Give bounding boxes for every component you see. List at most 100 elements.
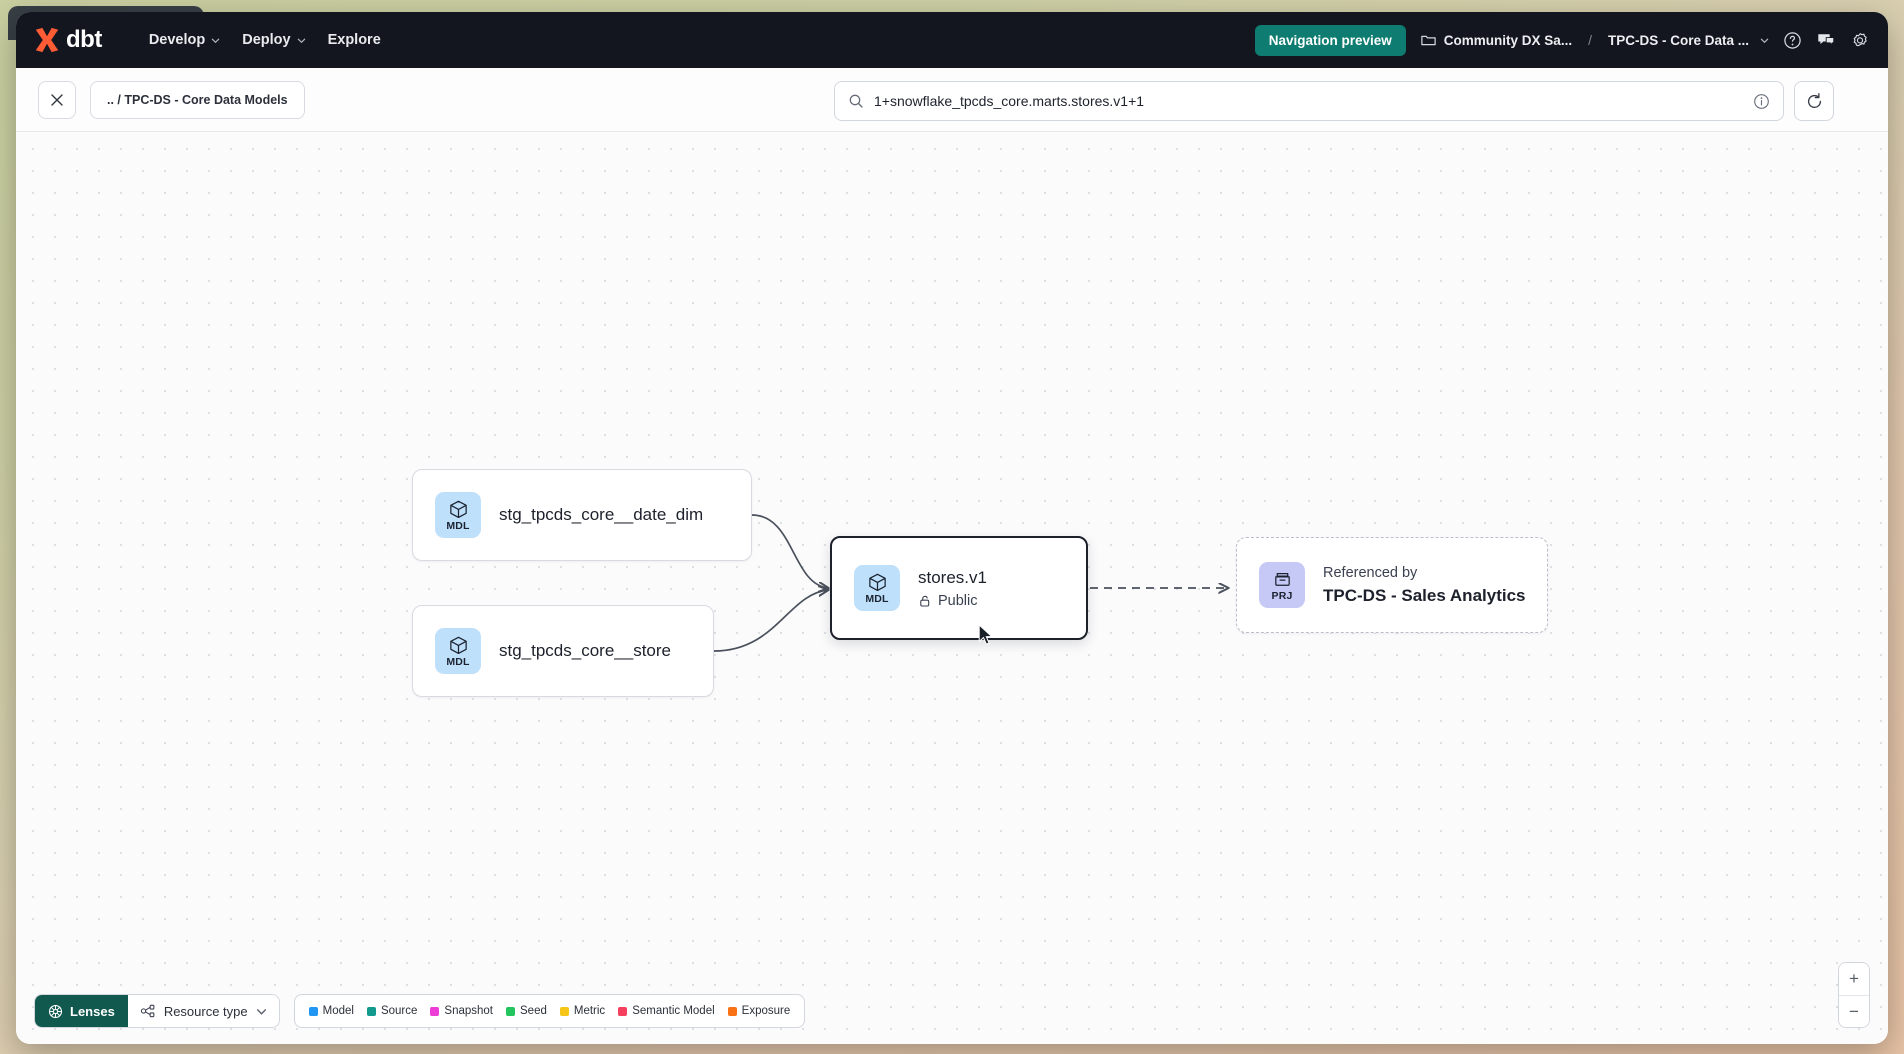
lenses-label: Lenses (70, 1003, 115, 1019)
gear-icon (1853, 33, 1867, 47)
chevron-down-icon (256, 1008, 266, 1015)
node-title: stores.v1 (918, 568, 987, 588)
navigation-preview-badge[interactable]: Navigation preview (1254, 24, 1406, 56)
node-badge-label: MDL (865, 592, 889, 605)
node-title: stg_tpcds_core__date_dim (499, 505, 704, 525)
cube-icon (868, 573, 886, 591)
nav-deploy-label: Deploy (242, 32, 291, 48)
breadcrumb-project[interactable]: TPC-DS - Core Data ... (1608, 33, 1769, 48)
breadcrumb-account[interactable]: Community DX Sa... (1420, 32, 1572, 49)
lineage-edges (713, 514, 1888, 652)
legend-swatch (618, 1006, 628, 1016)
breadcrumb-project-label: TPC-DS - Core Data ... (1607, 32, 1749, 48)
search-input[interactable] (874, 93, 1743, 109)
node-access-label: Public (938, 592, 978, 609)
resource-type-label: Resource type (163, 1003, 248, 1019)
node-badge-mdl: MDL (435, 492, 481, 538)
node-stg-tpcds-core-date-dim[interactable]: MDL stg_tpcds_core__date_dim (412, 469, 752, 561)
node-badge-label: MDL (446, 655, 470, 668)
legend-swatch (727, 1006, 737, 1016)
legend-label: Source (380, 1005, 418, 1017)
legend-item-snapshot[interactable]: Snapshot (430, 1005, 493, 1017)
nodes-icon (140, 1004, 155, 1018)
nav-develop-label: Develop (148, 32, 206, 48)
topbar-right-group: Navigation preview Community DX Sa... / … (1254, 24, 1870, 56)
legend-label: Snapshot (444, 1005, 494, 1017)
nav-item-develop[interactable]: Develop (138, 25, 231, 55)
project-breadcrumb-pill[interactable]: .. / TPC-DS - Core Data Models (90, 80, 305, 119)
feedback-button[interactable] (1816, 30, 1836, 50)
legend-swatch (366, 1006, 376, 1016)
lens-icon (48, 1004, 63, 1018)
project-stack-icon (1274, 572, 1290, 586)
legend-item-semantic-model[interactable]: Semantic Model (618, 1005, 715, 1017)
search-icon (849, 94, 863, 108)
node-stg-tpcds-core-store[interactable]: MDL stg_tpcds_core__store (412, 605, 714, 697)
close-icon (51, 93, 63, 106)
nav-explore-label: Explore (327, 32, 381, 48)
legend-item-exposure[interactable]: Exposure (727, 1005, 790, 1017)
node-stores-v1[interactable]: MDL stores.v1 Public (830, 536, 1088, 640)
legend-label: Semantic Model (632, 1005, 715, 1017)
edge-store-to-stores (713, 590, 828, 652)
node-text-block: stg_tpcds_core__store (499, 640, 671, 661)
legend-label: Seed (520, 1005, 547, 1017)
cube-icon (449, 636, 467, 654)
legend-item-metric[interactable]: Metric (559, 1005, 606, 1017)
top-navigation-bar: dbt Develop Deploy Explore Navigation pr… (16, 12, 1888, 68)
info-circle-icon[interactable] (1753, 93, 1770, 110)
edge-date-dim-to-stores (751, 514, 828, 588)
legend-item-model[interactable]: Model (308, 1005, 354, 1017)
lineage-bottom-bar: Lenses Resource type (34, 994, 806, 1028)
node-kicker: Referenced by (1323, 564, 1418, 581)
node-text-block: stg_tpcds_core__date_dim (499, 504, 703, 525)
zoom-out-button[interactable]: − (1839, 995, 1869, 1027)
node-badge-mdl: MDL (435, 628, 481, 674)
legend-swatch (506, 1006, 516, 1016)
resource-type-legend: Model Source Snapshot Seed (293, 994, 806, 1028)
folder-icon (1421, 35, 1436, 45)
breadcrumb-separator: / (1588, 32, 1592, 48)
zoom-in-button[interactable]: + (1839, 963, 1869, 995)
search-area (834, 81, 1834, 121)
legend-item-source[interactable]: Source (366, 1005, 418, 1017)
lens-control-group: Lenses Resource type (34, 994, 280, 1028)
legend-label: Metric (573, 1005, 606, 1017)
lineage-toolbar: .. / TPC-DS - Core Data Models (16, 68, 1888, 132)
legend-label: Model (322, 1005, 354, 1017)
legend-swatch (430, 1006, 440, 1016)
dbt-logo[interactable]: dbt (32, 26, 102, 54)
legend-item-seed[interactable]: Seed (506, 1005, 547, 1017)
app-window: dbt Develop Deploy Explore Navigation pr… (16, 12, 1888, 1044)
nav-item-deploy[interactable]: Deploy (231, 25, 316, 55)
node-badge-label: MDL (446, 519, 470, 532)
legend-swatch (559, 1006, 569, 1016)
unlock-icon (920, 595, 930, 607)
node-badge-mdl: MDL (854, 565, 900, 611)
resource-type-dropdown[interactable]: Resource type (127, 995, 279, 1027)
refresh-icon (1807, 92, 1821, 108)
lineage-canvas[interactable]: MDL stg_tpcds_core__date_dim MDL stg_tpc… (16, 132, 1888, 1044)
refresh-lineage-button[interactable] (1794, 81, 1834, 121)
node-title: TPC-DS - Sales Analytics (1323, 585, 1526, 605)
chevron-down-icon (211, 38, 220, 43)
node-access-row: Public (918, 593, 987, 609)
breadcrumb-account-label: Community DX Sa... (1443, 32, 1573, 48)
dbt-wordmark: dbt (66, 26, 102, 53)
nav-item-explore[interactable]: Explore (317, 25, 392, 55)
help-button[interactable] (1783, 31, 1802, 50)
close-lineage-button[interactable] (38, 80, 76, 119)
lenses-button[interactable]: Lenses (35, 995, 128, 1027)
node-text-block: stores.v1 Public (918, 567, 987, 608)
dbt-x-icon (35, 27, 59, 53)
settings-button[interactable] (1850, 30, 1870, 50)
cube-icon (449, 500, 467, 518)
node-title: stg_tpcds_core__store (499, 641, 671, 661)
legend-swatch (308, 1006, 318, 1016)
chevron-down-icon (1760, 38, 1769, 43)
node-referenced-by-project[interactable]: PRJ Referenced by TPC-DS - Sales Analyti… (1236, 537, 1548, 633)
node-text-block: Referenced by TPC-DS - Sales Analytics (1323, 564, 1526, 606)
lineage-search-box[interactable] (834, 81, 1784, 121)
node-badge-prj: PRJ (1259, 562, 1305, 608)
